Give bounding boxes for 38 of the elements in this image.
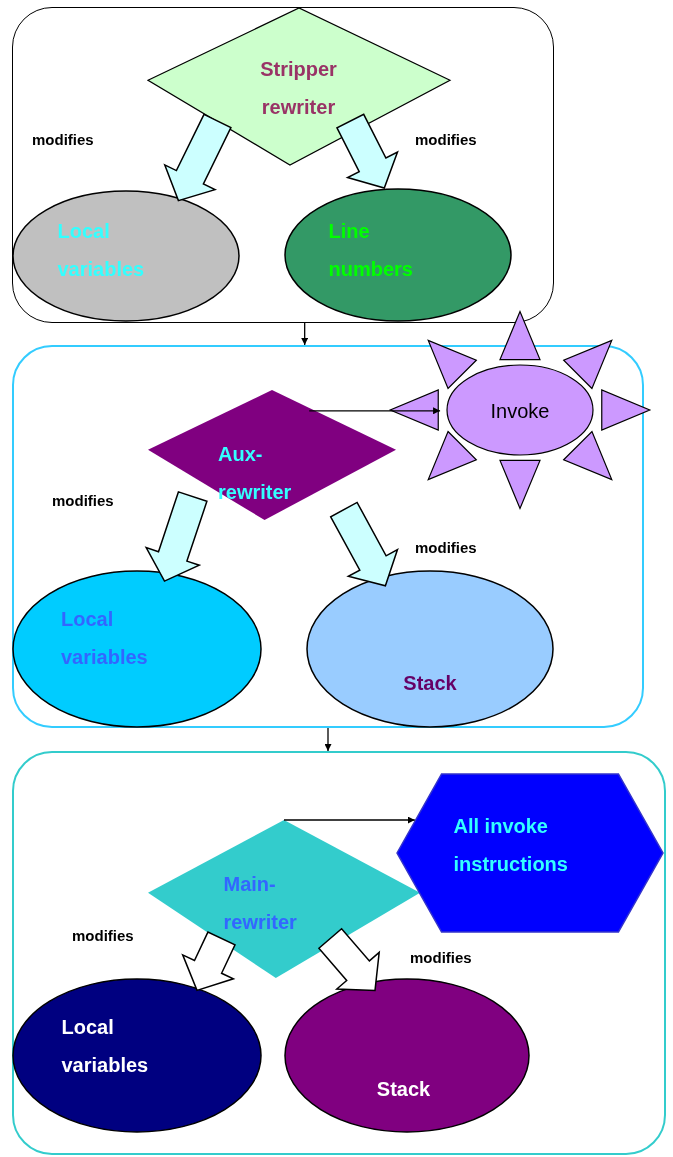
ellipse-node xyxy=(306,570,554,728)
ellipse-node xyxy=(12,570,262,728)
node-label: Aux- rewriter xyxy=(218,442,293,505)
arrow xyxy=(308,407,441,415)
ellipse-node xyxy=(283,977,530,1133)
block-arrow xyxy=(144,490,208,583)
block-arrow xyxy=(181,931,236,992)
node-label: Line numbers xyxy=(328,218,414,282)
block-arrow xyxy=(329,501,399,587)
block-arrow xyxy=(317,927,381,992)
block-arrow xyxy=(336,113,399,189)
arrow xyxy=(283,816,416,824)
annotation-text: modifies xyxy=(415,131,477,148)
node-label: Local variables xyxy=(57,218,146,282)
node-label: Local variables xyxy=(61,607,149,670)
ellipse-node xyxy=(11,977,262,1133)
node-label: Main- rewriter xyxy=(223,871,298,935)
block-arrow xyxy=(163,113,232,202)
decision-diamond xyxy=(148,390,396,520)
node-label: All invoke instructions xyxy=(453,813,569,877)
group-frame xyxy=(12,751,666,1155)
annotation-text: modifies xyxy=(52,492,114,509)
arrow xyxy=(301,322,309,346)
group-frame xyxy=(12,345,644,728)
node-label: Invoke xyxy=(489,399,551,424)
group-frame xyxy=(12,7,554,323)
annotation-text: modifies xyxy=(32,131,94,148)
node-label: Stripper rewriter xyxy=(259,56,338,120)
node-label: Stack xyxy=(375,1076,432,1102)
node-label: Stack xyxy=(402,671,458,696)
hexagon-node xyxy=(395,772,664,933)
ellipse-node xyxy=(11,189,240,322)
node-label: Local variables xyxy=(61,1014,150,1078)
annotation-text: modifies xyxy=(415,539,477,556)
ellipse-node xyxy=(283,187,512,322)
annotation-text: modifies xyxy=(72,927,134,944)
annotation-text: modifies xyxy=(410,949,472,966)
arrow xyxy=(324,727,332,752)
